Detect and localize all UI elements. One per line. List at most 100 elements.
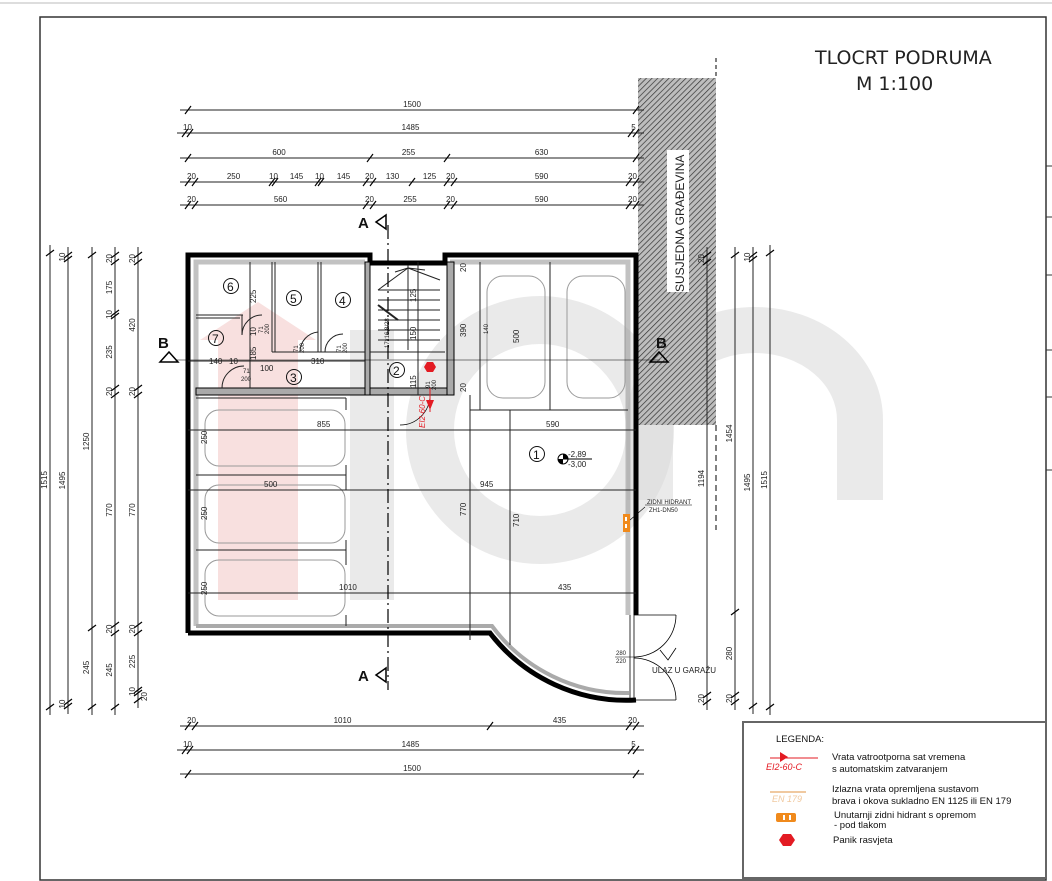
dimension-tick [184,105,192,115]
dimension-label: 245 [105,663,114,677]
dim-label: 310 [311,357,325,366]
dimension-label: 20 [128,254,137,263]
room-labels: 1 2 3 4 5 6 7 [208,278,545,462]
drawing-scale: M 1:100 [856,73,933,95]
dimension-label: 1010 [334,716,352,725]
room-number: 7 [212,332,219,346]
dimension-label: 10 [183,123,192,132]
dimension-label: 20 [446,195,455,204]
dimension-tick [366,153,374,163]
dimension-tick [133,251,143,259]
dimension-tick [314,177,322,187]
legend-text: Izlazna vrata opremljena sustavom [832,784,979,795]
dimension-tick [87,251,97,259]
dimension-tick [133,629,143,637]
dimension-label: 20 [365,172,374,181]
dimension-tick [748,702,758,710]
dimension-tick [730,691,740,699]
dim-label: 855 [317,420,331,429]
car-icon [204,559,346,617]
dim-label: 500 [512,329,521,343]
dimension-tick [63,698,73,706]
section-arrow-icon [374,213,387,231]
dim-label: 225 [249,289,258,303]
dimension-tick [443,153,451,163]
dimension-tick [110,251,120,259]
dimension-tick [184,200,192,210]
legend-fire-door-icon: EI2-60-C [766,752,818,772]
parking-bays-top [470,262,628,411]
dimension-tick [632,745,640,755]
legend-panic-light-icon [779,834,795,846]
dimension-label: 1515 [760,471,769,489]
dimension-tick [408,177,416,187]
dim-label: 710 [512,513,521,527]
frame-ticks [1046,165,1052,471]
section-a-bottom: A [358,668,369,685]
dimension-label: 10 [315,172,324,181]
dimension-label: 20 [725,694,734,703]
dimension-tick [730,698,740,706]
dimension-tick [184,153,192,163]
dimension-tick [186,745,194,755]
interior-dimension-lines [188,262,636,645]
dim-label: 590 [546,420,560,429]
entrance-door-width: 280 [616,651,627,657]
dimension-label: 20 [628,716,637,725]
dimension-label: 770 [128,503,137,517]
dimension-tick [625,721,633,731]
dimension-label: 20 [446,172,455,181]
dimension-tick [133,384,143,392]
dimension-label: 600 [272,148,286,157]
dimension-label: 250 [227,172,241,181]
dimension-label: 20 [187,172,196,181]
dimension-label: 1485 [402,123,420,132]
dimension-tick [45,703,55,711]
dimension-tick [632,153,640,163]
dimension-label: 1495 [743,473,752,491]
fire-door-icon [399,388,434,426]
dimension-tick [191,177,199,187]
door-tag-width: 71 [294,345,300,352]
dimension-label: 20 [365,195,374,204]
dimension-tick [184,721,192,731]
car-icon [566,275,626,399]
elevation-top: -2,89 [568,450,587,459]
dimension-tick [181,128,189,138]
dimension-tick [702,698,712,706]
dimension-label: 10 [183,740,192,749]
dimension-label: 20 [105,624,114,633]
dimension-label: 1500 [403,764,421,773]
dim-label: 10 [229,357,238,366]
neighbor-building-label: SUSJEDNA GRAĐEVINA [673,155,687,292]
room-number: 2 [393,364,400,378]
dimension-tick [63,255,73,263]
dimension-label: 560 [274,195,288,204]
room-number: 5 [290,292,297,306]
dimension-tick [632,721,640,731]
car-icon [486,275,546,399]
dimension-label: 20 [628,172,637,181]
parking-bays-left [196,397,347,626]
door-tag-width: 71 [243,369,250,375]
dimension-label: 1485 [402,740,420,749]
dimension-tick [133,258,143,266]
dimension-label: 130 [386,172,400,181]
entrance-door-height: 220 [616,659,627,665]
dimension-label: 255 [402,148,416,157]
dim-label: 125 [409,288,418,302]
dimension-label: 20 [187,195,196,204]
dimension-tick [110,312,120,320]
dimension-label: 435 [553,716,567,725]
dimension-tick [748,251,758,259]
dimension-label: 590 [535,195,549,204]
dimension-label: 10 [105,310,114,319]
legend-hydrant-icon [776,813,796,822]
dimension-label: 630 [535,148,549,157]
dim-label: 100 [260,364,274,373]
dim-label: 250 [200,581,209,595]
dimension-label: 1250 [82,432,91,450]
dimension-label: 20 [628,195,637,204]
